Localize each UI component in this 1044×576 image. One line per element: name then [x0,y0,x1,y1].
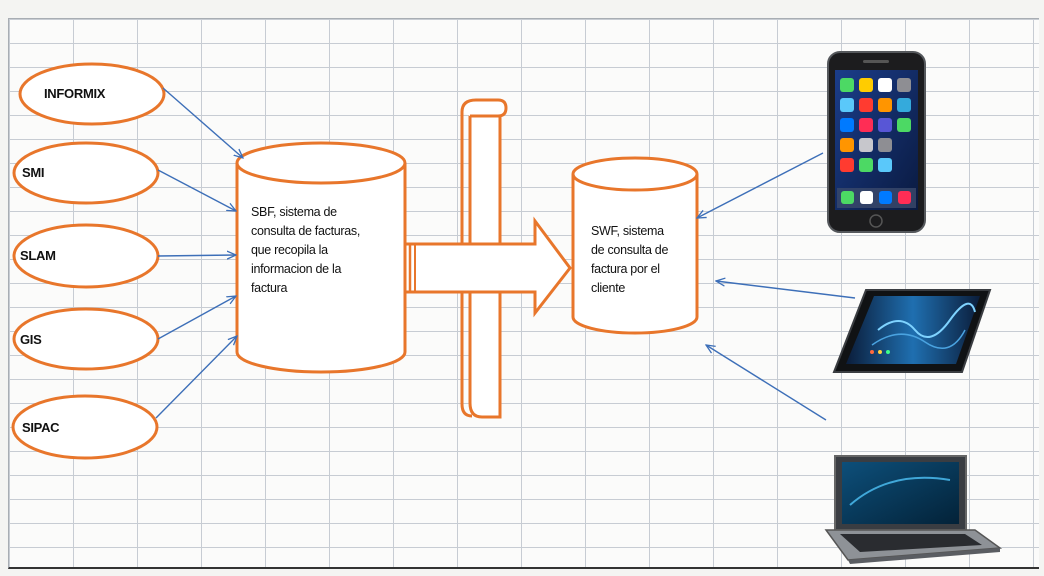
connector-smi-sbf [157,169,236,211]
swf-label-line-1: SWF, sistema [591,224,664,238]
data-flow-block-arrow [403,216,572,318]
swf-database-cylinder [571,156,699,335]
tablet-icon [832,289,992,373]
sbf-database-cylinder [235,141,407,374]
connector-phone-swf [697,152,824,218]
source-connectors [155,87,243,419]
source-label-gis: GIS [20,332,42,347]
sbf-label-line-5: factura [251,281,288,295]
smartphone-icon [827,51,926,233]
sbf-label-line-2: consulta de facturas, [251,224,361,238]
swf-label-line-4: cliente [591,281,626,295]
connector-tablet-swf [716,281,856,299]
source-label-slam: SLAM [20,248,56,263]
sbf-label: SBF, sistema de consulta de facturas, qu… [251,203,411,298]
swf-label-line-2: de consulta de [591,243,669,257]
source-sipac [11,394,159,460]
connector-laptop-swf [706,345,827,421]
connector-informix-sbf [162,87,243,158]
source-smi [12,141,160,205]
swf-label-line-3: factura por el [591,262,660,276]
connector-sipac-sbf [155,336,237,419]
sbf-label-line-3: que recopila la [251,243,328,257]
connector-slam-sbf [157,255,236,256]
laptop-icon [824,455,1003,564]
source-label-smi: SMI [22,165,45,180]
device-connectors [697,152,856,421]
source-label-informix: INFORMIX [44,86,106,101]
swf-label: SWF, sistema de consulta de factura por … [591,222,701,298]
sbf-label-line-4: informacion de la [251,262,342,276]
connector-gis-sbf [157,296,236,340]
source-informix [18,62,166,126]
sbf-label-line-1: SBF, sistema de [251,205,337,219]
source-label-sipac: SIPAC [22,420,60,435]
